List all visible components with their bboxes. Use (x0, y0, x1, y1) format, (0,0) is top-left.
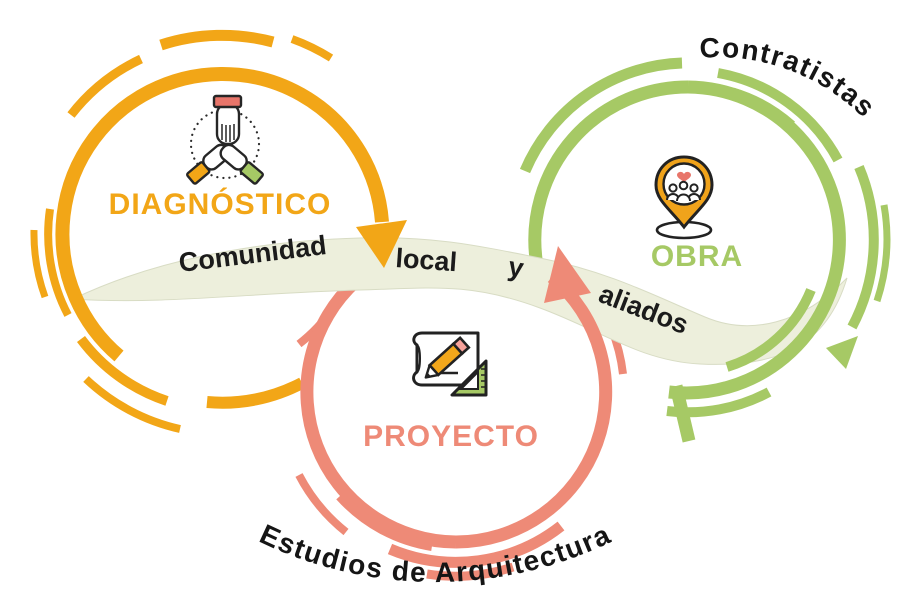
obra-label: OBRA (651, 240, 743, 273)
diagnostico-main-arc (55, 66, 389, 362)
diagnostico-arrowhead (356, 220, 407, 268)
proyecto-main-arc-right (455, 272, 613, 549)
proyecto-label: PROYECTO (363, 420, 539, 453)
proyecto-arrowhead (544, 246, 591, 303)
obra-main-arc-left (528, 80, 689, 260)
blueprint-pencil-icon (412, 331, 488, 397)
ribbon-word-local: local (395, 243, 458, 277)
proyecto-sketch-arcs-front (295, 459, 592, 581)
diagnostico-sketch-arcs-back (30, 29, 334, 433)
ribbon-word-y: y (506, 251, 526, 283)
obra-arrowhead (826, 336, 858, 369)
diagnostico-label: DIAGNÓSTICO (109, 187, 332, 221)
obra-circle (519, 57, 891, 443)
location-pin-icon (654, 155, 714, 240)
teamwork-hands-icon (186, 94, 264, 185)
proyecto-main-arc-left (300, 276, 457, 549)
